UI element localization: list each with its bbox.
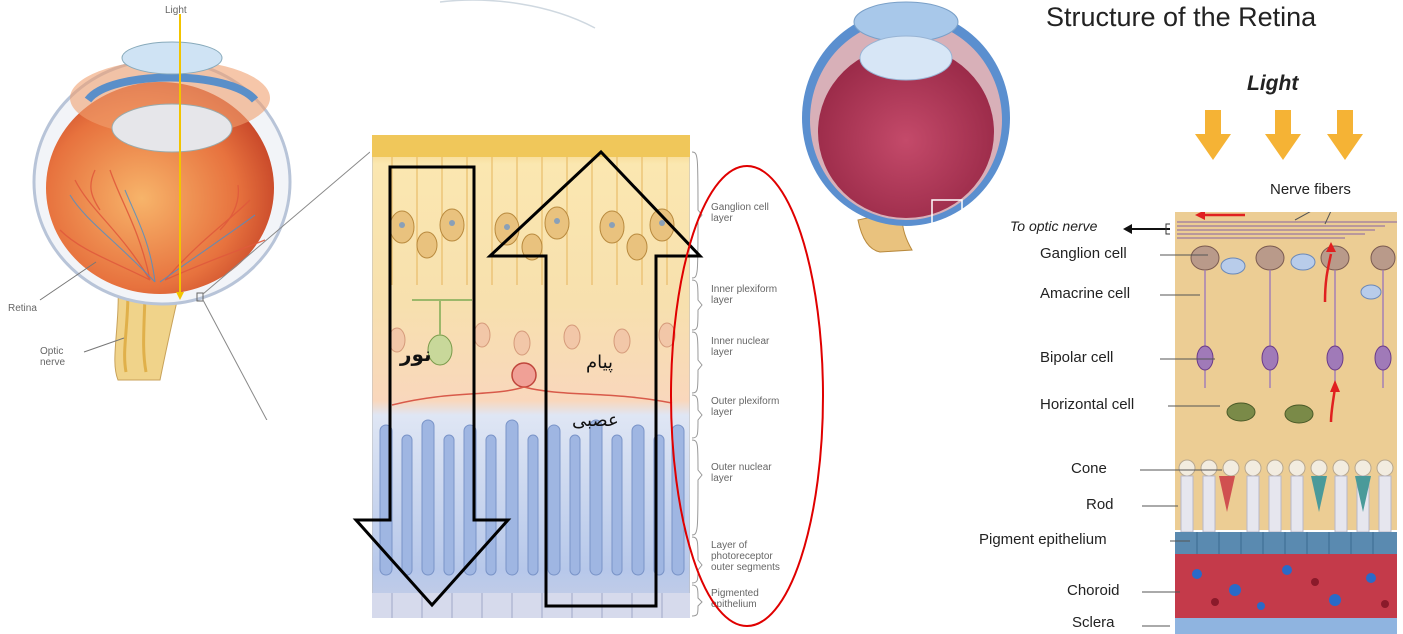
- horizontal-cell-label: Horizontal cell: [1040, 396, 1134, 413]
- cone-label: Cone: [1071, 460, 1107, 477]
- up-arrow-label-2: عصبی: [572, 410, 619, 431]
- label-pointer-lines: [1140, 240, 1250, 634]
- light-label-left: Light: [165, 5, 187, 16]
- diagram-title: Structure of the Retina: [1046, 2, 1316, 33]
- optic-nerve-label: Optic nerve: [40, 346, 90, 368]
- choroid-label: Choroid: [1067, 582, 1120, 599]
- nerve-fibers-label: Nerve fibers: [1270, 181, 1351, 198]
- decorative-arc: [430, 0, 600, 30]
- light-label-right: Light: [1247, 72, 1298, 96]
- down-arrow-label: نور: [400, 342, 432, 366]
- right-eye-illustration: [800, 0, 1010, 255]
- to-optic-nerve-label: To optic nerve: [1010, 218, 1097, 234]
- up-arrow-label-1: پیام: [586, 352, 613, 373]
- retina-label: Retina: [8, 303, 37, 314]
- pigment-epithelium-label: Pigment epithelium: [979, 531, 1107, 548]
- rod-label: Rod: [1086, 496, 1114, 513]
- bipolar-cell-label: Bipolar cell: [1040, 349, 1113, 366]
- ganglion-cell-label: Ganglion cell: [1040, 245, 1127, 262]
- amacrine-cell-label: Amacrine cell: [1040, 285, 1130, 302]
- sclera-label: Sclera: [1072, 614, 1115, 631]
- to-optic-nerve-arrow: [1122, 222, 1174, 236]
- light-arrows: [1195, 110, 1375, 162]
